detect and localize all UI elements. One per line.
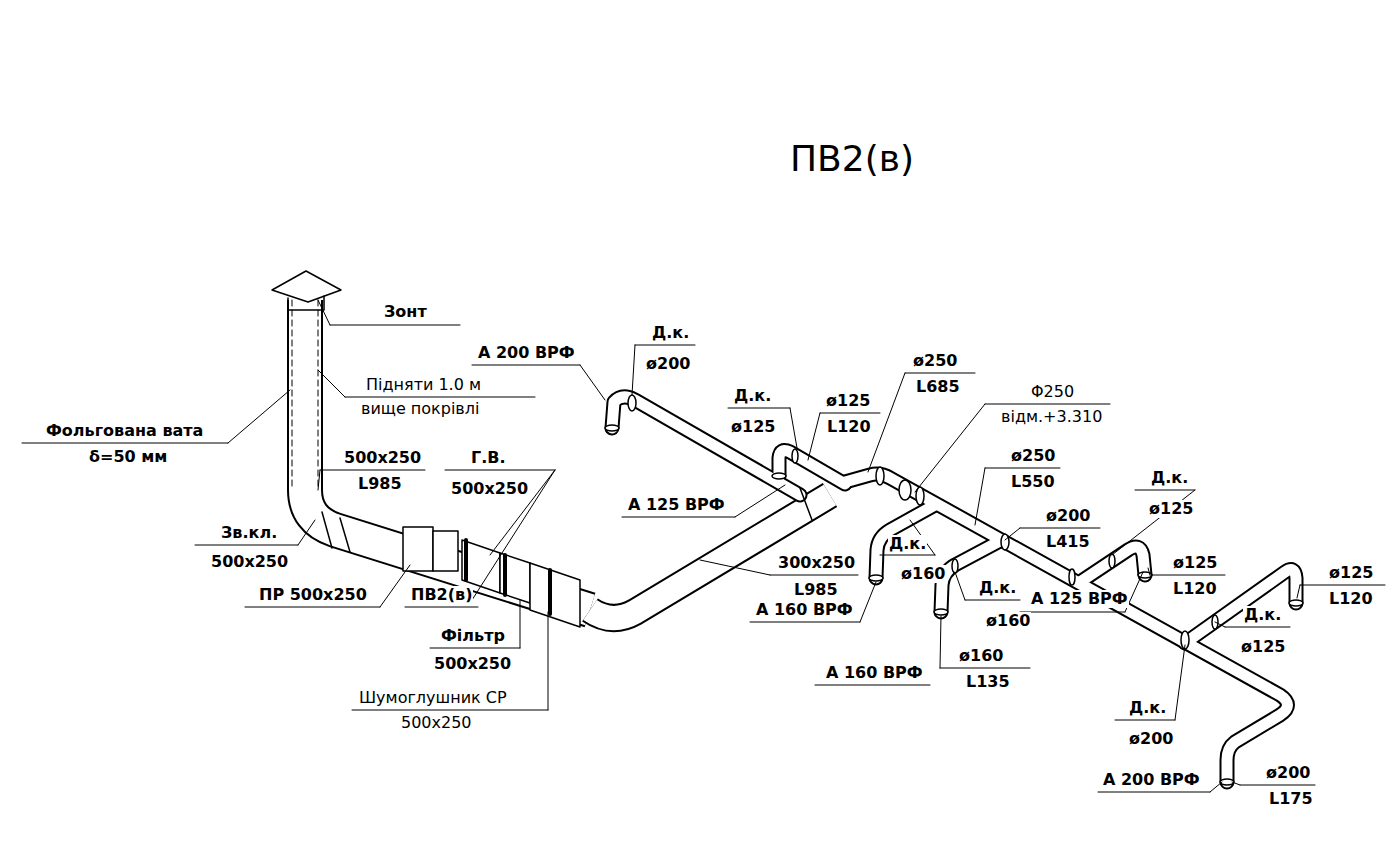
duct-annotation: Підняти 1.0 м xyxy=(365,376,482,394)
duct-annotation: Фольгована вата xyxy=(45,422,204,440)
duct-annotation: L985 xyxy=(357,475,403,493)
duct-annotation: ø160 xyxy=(985,612,1031,630)
duct-annotation: L550 xyxy=(1010,473,1056,491)
duct-annotation: ø200 xyxy=(1045,507,1091,525)
duct-annotation: L120 xyxy=(1172,580,1218,598)
duct-annotation: ПВ2(в) xyxy=(410,586,473,604)
duct-annotation: Фільтр xyxy=(440,627,506,645)
duct-annotation: ø160 xyxy=(958,647,1004,665)
duct-annotation: Д.к. xyxy=(651,324,690,342)
duct-annotation: Д.к. xyxy=(1243,606,1282,624)
duct-annotation: Д.к. xyxy=(978,579,1017,597)
drawing-title: ПВ2(в) xyxy=(790,138,914,179)
duct-annotation: L135 xyxy=(965,673,1011,691)
duct-annotation: ø125 xyxy=(730,418,776,436)
duct-annotation: Зв.кл. xyxy=(220,524,278,542)
duct-annotation: А 200 ВРФ xyxy=(477,344,576,362)
duct-annotation: 500x250 xyxy=(450,480,529,498)
duct-annotation: відм.+3.310 xyxy=(1000,408,1103,426)
duct-annotation: L120 xyxy=(1328,590,1374,608)
duct-annotation: ø200 xyxy=(1128,730,1174,748)
duct-annotation: Д.к. xyxy=(733,387,772,405)
duct-annotation: ø125 xyxy=(1328,564,1374,582)
duct-annotation: ø125 xyxy=(1148,500,1194,518)
duct-annotation: А 125 ВРФ xyxy=(627,496,726,514)
duct-annotation: ø160 xyxy=(900,565,946,583)
duct-annotation: ø125 xyxy=(825,392,871,410)
duct-annotation: Шумоглушник СР xyxy=(358,689,508,707)
duct-annotation: 500x250 xyxy=(343,449,422,467)
duct-annotation: ø200 xyxy=(645,355,691,373)
duct-annotation: ø125 xyxy=(1172,554,1218,572)
duct-annotation: ø250 xyxy=(912,352,958,370)
duct-annotation: L120 xyxy=(826,418,872,436)
duct-annotation: 500x250 xyxy=(433,655,512,673)
duct-annotation: ø200 xyxy=(1265,764,1311,782)
duct-annotation: ø250 xyxy=(1010,447,1056,465)
duct-annotation: L685 xyxy=(915,378,961,396)
duct-annotation: Г.В. xyxy=(470,449,507,467)
duct-annotation: δ=50 мм xyxy=(88,448,168,466)
duct-annotation: L985 xyxy=(793,581,839,599)
duct-annotation: А 125 ВРФ xyxy=(1030,590,1129,608)
duct-annotation: L175 xyxy=(1268,790,1314,808)
duct-annotation: вище покрівлі xyxy=(360,400,480,418)
duct-annotation: L415 xyxy=(1045,533,1091,551)
duct-annotation: ПР 500x250 xyxy=(258,586,368,604)
duct-annotation: ø125 xyxy=(1240,638,1286,656)
duct-annotation: Д.к. xyxy=(1128,699,1167,717)
duct-annotation: 300x250 xyxy=(777,554,856,572)
duct-annotation: 500x250 xyxy=(210,553,289,571)
duct-annotation: Φ250 xyxy=(1030,383,1075,401)
duct-annotation: Д.к. xyxy=(1150,469,1189,487)
duct-annotation: 500x250 xyxy=(400,714,473,732)
duct-annotation: Д.к. xyxy=(888,535,927,553)
duct-annotation: А 200 ВРФ xyxy=(1102,771,1201,789)
duct-annotation: Зонт xyxy=(383,303,428,321)
duct-annotation: А 160 ВРФ xyxy=(825,664,924,682)
duct-annotation: А 160 ВРФ xyxy=(755,601,854,619)
